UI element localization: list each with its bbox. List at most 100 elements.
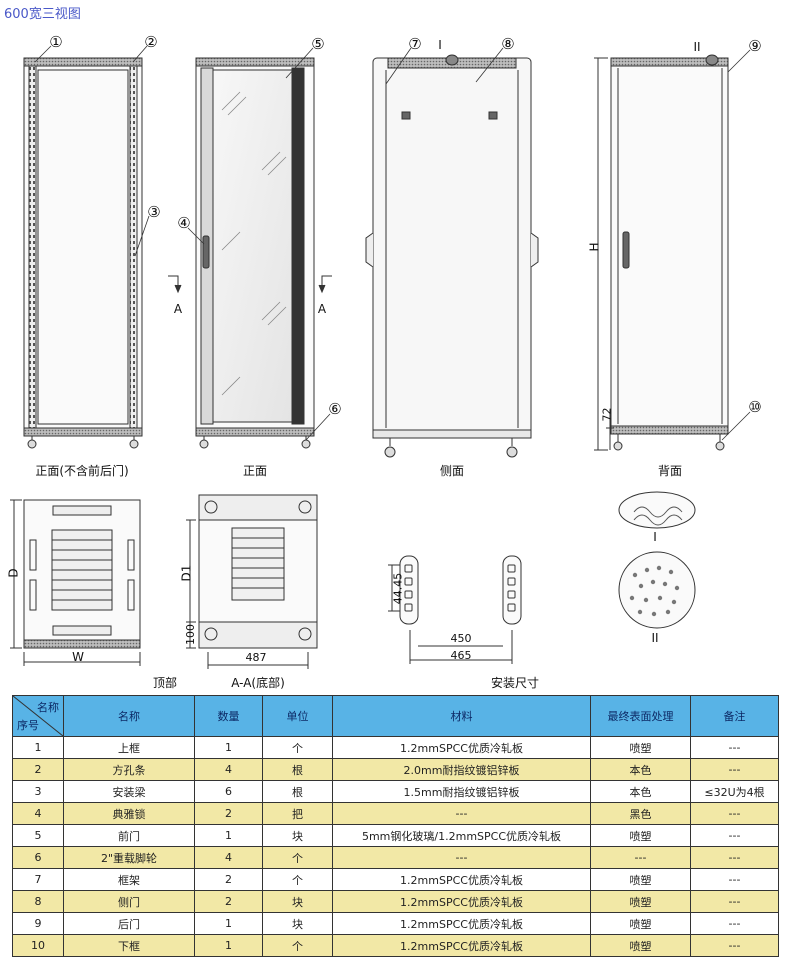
- cell-name: 方孔条: [63, 758, 195, 781]
- cell-material: 2.0mm耐指纹镀铝锌板: [332, 758, 591, 781]
- dim-72: 72: [600, 407, 614, 422]
- section-marker-left: A: [173, 302, 183, 316]
- cell-index: 10: [12, 934, 64, 957]
- dim-w: W: [72, 650, 84, 664]
- cell-unit: 块: [262, 912, 333, 935]
- callout-4: ④: [177, 214, 191, 232]
- view-side: [365, 54, 539, 458]
- cell-unit: 把: [262, 802, 333, 825]
- callout-8: ⑧: [501, 35, 515, 53]
- cell-qty: 2: [194, 802, 263, 825]
- callout-5: ⑤: [311, 35, 325, 53]
- label-front: 正面: [242, 464, 268, 478]
- cell-finish: 喷塑: [590, 736, 691, 759]
- cell-unit: 个: [262, 934, 333, 957]
- cell-remark: ---: [690, 890, 779, 913]
- cell-name: 后门: [63, 912, 195, 935]
- cell-remark: ---: [690, 758, 779, 781]
- callout-6: ⑥: [328, 400, 342, 418]
- callout-3: ③: [147, 203, 161, 221]
- cell-name: 安装梁: [63, 780, 195, 803]
- cell-material: 1.2mmSPCC优质冷轧板: [332, 934, 591, 957]
- callout-9: ⑨: [748, 37, 762, 55]
- label-side: 侧面: [439, 464, 465, 478]
- cell-index: 3: [12, 780, 64, 803]
- dim-487: 487: [245, 651, 267, 664]
- header-name: 名称: [63, 695, 195, 737]
- cell-unit: 个: [262, 846, 333, 869]
- page-title: 600宽三视图: [4, 7, 81, 22]
- header-remark: 备注: [690, 695, 779, 737]
- cell-qty: 1: [194, 736, 263, 759]
- detail-views: [618, 491, 696, 629]
- cell-qty: 1: [194, 934, 263, 957]
- cell-finish: 本色: [590, 758, 691, 781]
- label-section: A-A(底部): [231, 676, 285, 690]
- label-front-no-door: 正面(不含前后门): [35, 464, 129, 478]
- header-corner-index: 序号: [17, 719, 39, 732]
- cell-material: ---: [332, 802, 591, 825]
- cell-finish: 喷塑: [590, 912, 691, 935]
- cell-unit: 根: [262, 780, 333, 803]
- cell-index: 9: [12, 912, 64, 935]
- cell-index: 4: [12, 802, 64, 825]
- cell-unit: 个: [262, 868, 333, 891]
- cell-unit: 个: [262, 736, 333, 759]
- view-top: [10, 499, 141, 666]
- callout-7: ⑦: [408, 35, 422, 53]
- view-install: [388, 555, 522, 664]
- cell-finish: 黑色: [590, 802, 691, 825]
- label-detail-ii: II: [651, 631, 659, 645]
- view-section: [186, 494, 318, 669]
- header-unit: 单位: [262, 695, 333, 737]
- cell-index: 1: [12, 736, 64, 759]
- cell-finish: 喷塑: [590, 868, 691, 891]
- header-corner-name: 名称: [37, 701, 59, 714]
- dim-h: H: [587, 242, 602, 252]
- dim-pitch: 44.45: [391, 572, 405, 605]
- cell-qty: 4: [194, 758, 263, 781]
- cell-index: 8: [12, 890, 64, 913]
- dim-450: 450: [450, 632, 472, 645]
- cell-material: ---: [332, 846, 591, 869]
- cell-unit: 块: [262, 890, 333, 913]
- cell-material: 1.2mmSPCC优质冷轧板: [332, 912, 591, 935]
- cell-material: 5mm钢化玻璃/1.2mmSPCC优质冷轧板: [332, 824, 591, 847]
- three-view-drawing: [10, 45, 751, 669]
- header-finish: 最终表面处理: [590, 695, 691, 737]
- cell-qty: 4: [194, 846, 263, 869]
- dim-d1: D1: [179, 564, 194, 582]
- cell-finish: ---: [590, 846, 691, 869]
- cell-qty: 2: [194, 868, 263, 891]
- cell-remark: ---: [690, 868, 779, 891]
- header-corner: 名称 序号: [12, 695, 64, 737]
- callout-1: ①: [49, 33, 63, 51]
- cell-material: 1.2mmSPCC优质冷轧板: [332, 868, 591, 891]
- label-install: 安装尺寸: [490, 676, 540, 690]
- label-top: 顶部: [152, 676, 178, 690]
- view-front: [168, 57, 332, 449]
- cell-material: 1.5mm耐指纹镀铝锌板: [332, 780, 591, 803]
- cell-index: 7: [12, 868, 64, 891]
- cell-remark: ---: [690, 912, 779, 935]
- dim-465: 465: [450, 649, 472, 662]
- dim-100: 100: [184, 624, 197, 645]
- cell-remark: ---: [690, 846, 779, 869]
- header-qty: 数量: [194, 695, 263, 737]
- cell-finish: 喷塑: [590, 824, 691, 847]
- label-back: 背面: [657, 464, 683, 478]
- cell-material: 1.2mmSPCC优质冷轧板: [332, 890, 591, 913]
- cell-remark: ---: [690, 824, 779, 847]
- cell-remark: ---: [690, 736, 779, 759]
- cell-name: 2"重载脚轮: [63, 846, 195, 869]
